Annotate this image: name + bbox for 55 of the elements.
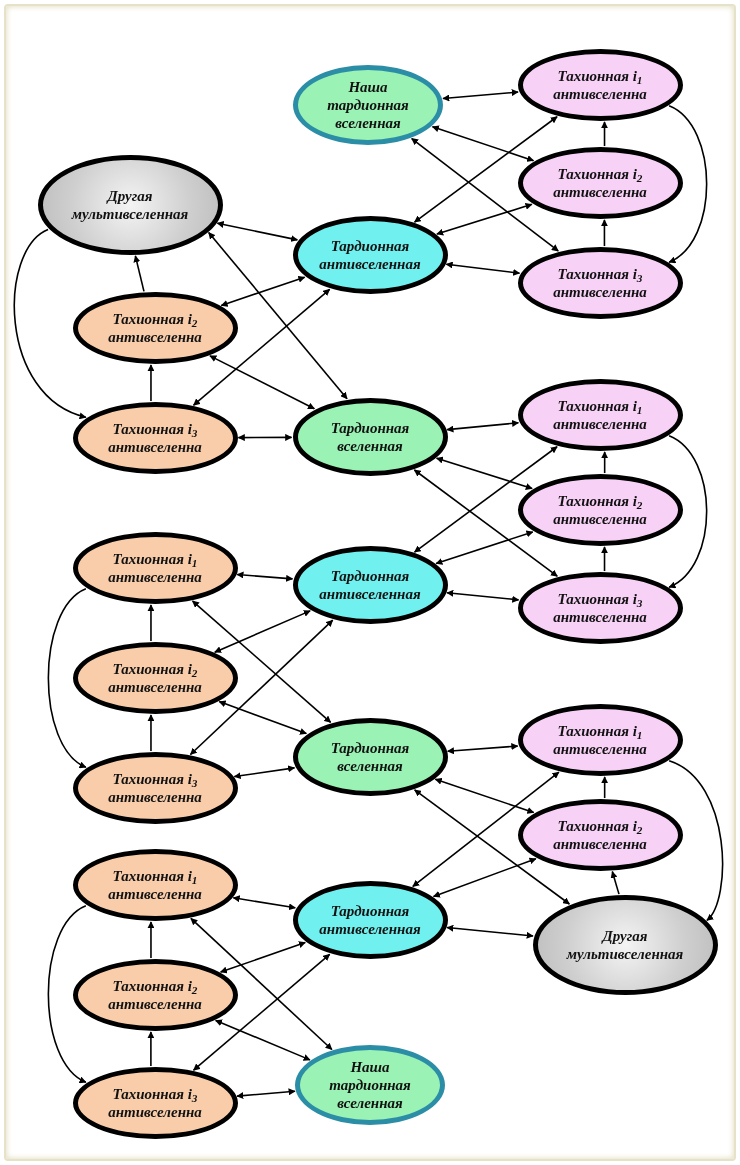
- node-label: Тахионная i$_{2}$ антивселенна: [107, 977, 203, 1013]
- node-label: Тахионная i$_{2}$ антивселенна: [552, 165, 648, 201]
- node-label: Тардионная антивселенная: [318, 237, 422, 273]
- node-label: Тахионная i$_{2}$ антивселенна: [107, 660, 203, 696]
- arrow: [601, 776, 609, 799]
- node-label: Наша тардионная вселенная: [328, 1058, 412, 1112]
- arrow: [147, 921, 155, 959]
- arrow: [236, 571, 294, 582]
- node-label: Другая мультивселенная: [70, 187, 190, 223]
- arrow: [445, 261, 521, 276]
- node-label: Тахионная i$_{3}$ антивселенна: [107, 1085, 203, 1121]
- node-label: Тардионная антивселенная: [318, 567, 422, 603]
- arrow: [442, 89, 519, 102]
- node-label: Тахионная i$_{3}$ антивселенна: [552, 265, 648, 301]
- arrow: [600, 219, 608, 247]
- arrow: [216, 221, 299, 242]
- antiuniverse-ellipse: [72, 642, 238, 714]
- node-label: Тахионная i$_{2}$ антивселенна: [552, 492, 648, 528]
- node-label: Тахионная i$_{1}$ антивселенна: [552, 67, 648, 103]
- node-label: Тахионная i$_{1}$ антивселенна: [107, 550, 203, 586]
- node-label: Другая мультивселенная: [565, 927, 685, 963]
- arrow: [446, 419, 520, 433]
- arrow: [133, 255, 145, 293]
- node-label: Тахионная i$_{1}$ антивселенна: [552, 397, 648, 433]
- node-label: Тахионная i$_{2}$ антивселенна: [107, 310, 203, 346]
- arrow: [446, 743, 519, 755]
- node-label: Тахионная i$_{1}$ антивселенна: [552, 722, 648, 758]
- node-label: Тардионная антивселенная: [318, 902, 422, 938]
- node-label: Наша тардионная вселенная: [326, 78, 410, 132]
- arrow: [147, 1031, 155, 1067]
- node-label: Тахионная i$_{3}$ антивселенна: [107, 420, 203, 456]
- arrow: [147, 714, 155, 752]
- arrow: [446, 924, 534, 939]
- arrow: [147, 604, 155, 642]
- arrow: [446, 589, 520, 603]
- arrow: [610, 870, 620, 895]
- arrow: [213, 610, 311, 653]
- arrow: [601, 546, 608, 572]
- arrow: [237, 433, 293, 442]
- node-label: Тахионная i$_{3}$ антивселенна: [107, 770, 203, 806]
- node-label: Тахионная i$_{1}$ антивселенна: [107, 867, 203, 903]
- antiuniverse-ellipse: [72, 959, 238, 1031]
- arrow: [601, 451, 609, 474]
- arrow: [209, 355, 316, 410]
- antiuniverse-ellipse: [517, 799, 683, 871]
- arrow: [601, 121, 608, 147]
- node-label: Тардионная вселенная: [329, 739, 411, 775]
- arrow: [147, 364, 155, 402]
- node-label: Тахионная i$_{3}$ антивселенна: [552, 590, 648, 626]
- arrow: [233, 765, 296, 780]
- node-label: Тахионная i$_{2}$ антивселенна: [552, 817, 648, 853]
- arrow: [413, 789, 571, 905]
- arrow: [236, 1088, 296, 1100]
- node-label: Тардионная вселенная: [329, 419, 411, 455]
- arrow: [232, 895, 297, 911]
